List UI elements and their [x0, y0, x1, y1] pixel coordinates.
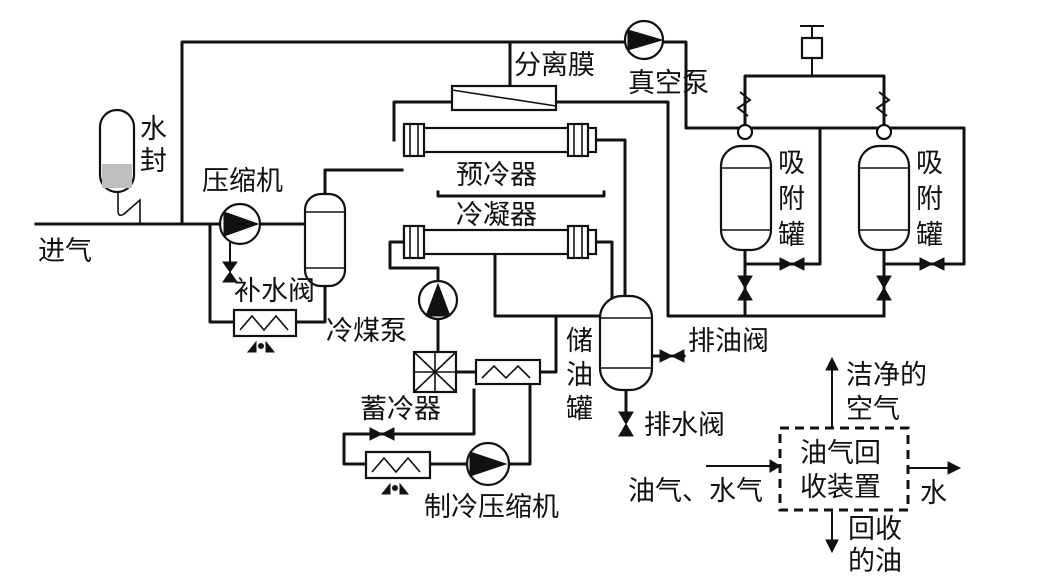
label-adsorber-b-1: 吸 [916, 148, 943, 179]
drain-water-valve-symbol [618, 411, 634, 437]
label-refrigerant-pump: 冷煤泵 [326, 316, 407, 347]
label-condenser: 冷凝器 [456, 200, 537, 231]
header-control-valve [800, 25, 824, 60]
drain-oil-valve-symbol [659, 349, 685, 363]
vacuum-pump-symbol [623, 19, 665, 61]
pipe-top-return [180, 40, 628, 226]
pipe-separator-to-precooler [323, 168, 404, 196]
labels: 水 封 进气 压缩机 补水阀 冷煤泵 蓄冷器 制冷压缩机 分离膜 真空泵 预冷器… [38, 50, 947, 577]
pipe-exchanger-to-refcomp [508, 380, 532, 466]
pipe-precooler-condenser-link [436, 190, 606, 198]
label-inlet: 进气 [38, 236, 92, 267]
label-adsorber-a-1: 吸 [778, 148, 805, 179]
refrigeration-cooler [364, 450, 432, 495]
pipe-condenser-drain [493, 254, 606, 318]
label-compressor: 压缩机 [202, 166, 283, 197]
label-oil-tank-1: 储 [566, 326, 593, 357]
pipe-adsorber-mid-loop [743, 126, 822, 266]
label-adsorber-b-3: 罐 [916, 220, 943, 251]
recovery-device-legend [706, 356, 962, 554]
refrigerant-exchanger [474, 358, 542, 386]
pipe-precooler-to-tank [580, 138, 627, 298]
legend-input: 油气、水气 [628, 476, 763, 507]
legend-clean-air-2: 空气 [846, 394, 900, 425]
label-adsorber-b-2: 附 [916, 184, 943, 215]
condenser-exchanger [402, 224, 598, 260]
pipe-refrigerant-return [342, 388, 476, 466]
pipe-vacuum-to-adsorber [660, 40, 747, 130]
compressor-cooler [232, 308, 298, 353]
pipe-membrane-retentate [554, 100, 886, 318]
label-water-seal-2: 封 [140, 146, 167, 177]
label-makeup-valve: 补水阀 [234, 276, 315, 307]
membrane-module [450, 84, 558, 112]
pipe-compressor-loop-right [294, 282, 327, 324]
legend-oil-out-2: 的油 [848, 546, 902, 577]
pipe-condenser-to-pump [388, 240, 440, 282]
pipe-precooler-to-membrane [392, 100, 454, 142]
oil-storage-tank [598, 294, 654, 392]
label-drain-oil-valve: 排油阀 [688, 326, 769, 357]
label-accumulator: 蓄冷器 [360, 394, 441, 425]
pipe-exchanger-up [538, 314, 558, 374]
label-adsorber-a-2: 附 [778, 184, 805, 215]
legend-water-out: 水 [920, 478, 947, 509]
arrow-clean-air-head [825, 356, 839, 371]
cold-accumulator-box [412, 350, 458, 394]
label-precooler: 预冷器 [456, 160, 537, 191]
pipe-adsorber-header [743, 74, 886, 130]
adsorber-tank-a [719, 91, 805, 301]
arrow-oil-head [825, 539, 839, 554]
refrigerant-pump-symbol [417, 279, 459, 321]
label-membrane: 分离膜 [514, 50, 595, 81]
arrow-input-head [769, 459, 781, 473]
label-adsorber-a-3: 罐 [778, 220, 805, 251]
label-vacuum-pump: 真空泵 [628, 68, 709, 99]
label-refrigeration-compressor: 制冷压缩机 [424, 492, 559, 523]
label-oil-tank-2: 油 [566, 360, 593, 391]
makeup-valve-symbol [222, 261, 238, 283]
arrow-water-head [947, 461, 962, 475]
refrigeration-compressor-symbol [465, 441, 511, 487]
legend-device-line-2: 收装置 [800, 472, 881, 503]
compressor-symbol [218, 202, 262, 246]
water-seal-vessel [98, 108, 136, 194]
label-drain-water-valve: 排水阀 [644, 410, 725, 441]
adsorber-tank-b [857, 91, 945, 301]
legend-oil-out-1: 回收 [848, 514, 902, 545]
pipe-condenser-right [596, 240, 614, 302]
pipe-compressor-loop-left [208, 222, 236, 324]
legend-device-line-1: 油气回 [800, 438, 881, 469]
pipe-water-seal [117, 190, 141, 224]
legend-clean-air-1: 洁净的 [846, 360, 927, 391]
label-oil-tank-3: 罐 [566, 394, 593, 425]
refrigerant-expansion-valve [369, 427, 395, 441]
label-water-seal-1: 水 [140, 114, 167, 145]
separator-vessel [303, 192, 347, 288]
precooler-exchanger [402, 122, 598, 158]
